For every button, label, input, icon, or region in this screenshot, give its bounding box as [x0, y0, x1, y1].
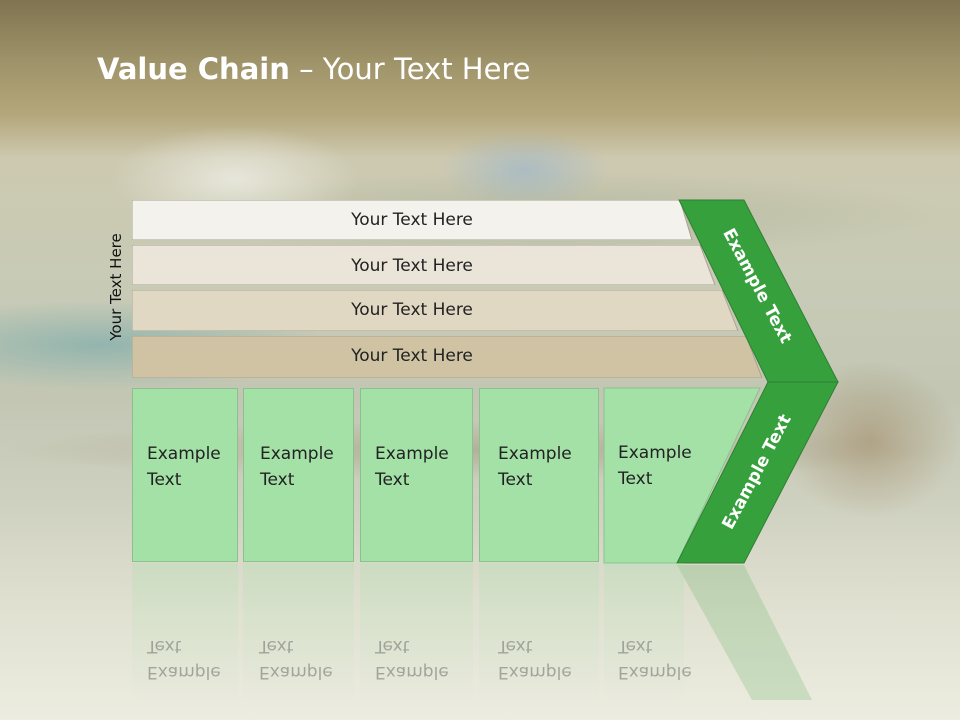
box-line-2: Text [618, 469, 653, 489]
box-line-2: Text [260, 470, 295, 490]
box-line-1: Example [375, 444, 449, 464]
value-row-label: Your Text Here [351, 210, 473, 230]
box-line-1: Example [147, 444, 221, 464]
value-row-label: Your Text Here [351, 300, 473, 320]
chevron-lower-shape [676, 381, 839, 564]
title-rest: – Your Text Here [289, 52, 531, 86]
box-line-2: Text [147, 470, 182, 490]
box-line-2: Text [375, 470, 410, 490]
slide-title: Value Chain – Your Text Here [97, 52, 531, 86]
value-row-label: Your Text Here [351, 346, 473, 366]
box-line-1: Example [260, 444, 334, 464]
title-bold: Value Chain [97, 52, 290, 86]
box-line-1: Example [618, 443, 692, 463]
value-row-label: Your Text Here [351, 256, 473, 276]
box-line-1: Example [498, 444, 572, 464]
box-line-2: Text [498, 470, 533, 490]
